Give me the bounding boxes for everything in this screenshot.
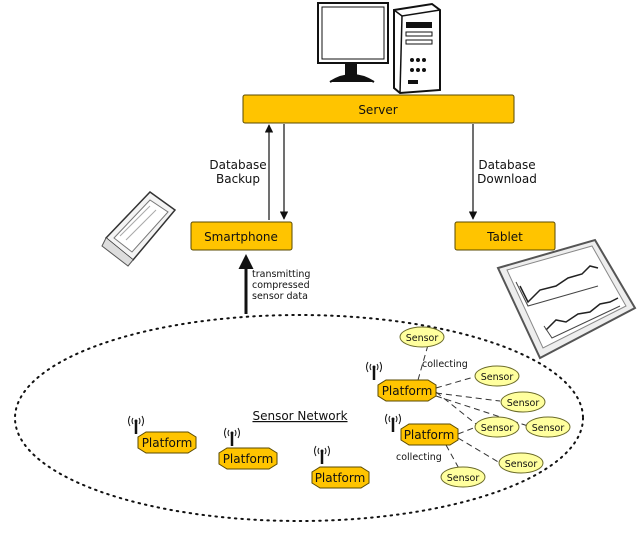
- sensor-node: Sensor: [525, 416, 571, 438]
- platform-node: Platform: [377, 379, 437, 402]
- sensor-node: Sensor: [474, 416, 520, 438]
- sensor-node: Sensor: [498, 452, 544, 474]
- sensor-network-label: Sensor Network: [252, 409, 347, 423]
- tablet-chart-sketch-icon: [496, 238, 637, 360]
- backup-label-line2: Backup: [216, 172, 260, 186]
- platform-node: Platform: [137, 431, 197, 454]
- backup-label-line1: Database: [209, 158, 266, 172]
- collecting-label-bottom: collecting: [396, 452, 442, 463]
- sensor-node: Sensor: [474, 365, 520, 387]
- antenna-icon: [366, 361, 382, 380]
- sensor-label: Sensor: [532, 423, 565, 434]
- smartphone-node: Smartphone: [190, 221, 293, 251]
- sensor-label: Sensor: [481, 423, 514, 434]
- antenna-icon: [314, 445, 330, 464]
- download-label-line1: Database: [478, 158, 535, 172]
- smartphone-sketch-icon: [101, 191, 177, 267]
- smartphone-label: Smartphone: [204, 230, 278, 244]
- platform-label: Platform: [404, 428, 455, 442]
- platform-node: Platform: [218, 447, 278, 470]
- download-label-line2: Download: [477, 172, 537, 186]
- sensor-node: Sensor: [500, 391, 546, 413]
- antenna-icon: [128, 415, 144, 434]
- platform-label: Platform: [223, 452, 274, 466]
- sensor-label: Sensor: [505, 459, 538, 470]
- transmit-label-line3: sensor data: [252, 291, 308, 302]
- platform-label: Platform: [142, 436, 193, 450]
- transmit-label-line2: compressed: [252, 280, 310, 291]
- collecting-label-top: collecting: [422, 359, 468, 370]
- sensor-node: Sensor: [440, 466, 486, 488]
- sensor-label: Sensor: [447, 473, 480, 484]
- tablet-node: Tablet: [454, 221, 556, 251]
- server-label: Server: [358, 103, 397, 117]
- transmit-label-line1: transmitting: [252, 269, 310, 280]
- sensor-node: Sensor: [399, 326, 445, 348]
- platform-label: Platform: [315, 471, 366, 485]
- sensor-network-boundary: [14, 314, 584, 522]
- platform-label: Platform: [382, 384, 433, 398]
- server-node: Server: [242, 94, 515, 124]
- sensor-label: Sensor: [507, 398, 540, 409]
- desktop-computer-icon: [317, 2, 441, 95]
- platform-node: Platform: [311, 466, 370, 489]
- platform-node: Platform: [400, 423, 459, 446]
- sensor-label: Sensor: [406, 333, 439, 344]
- antenna-icon: [385, 413, 401, 432]
- sensor-label: Sensor: [481, 372, 514, 383]
- antenna-icon: [224, 427, 240, 446]
- tablet-label: Tablet: [486, 230, 523, 244]
